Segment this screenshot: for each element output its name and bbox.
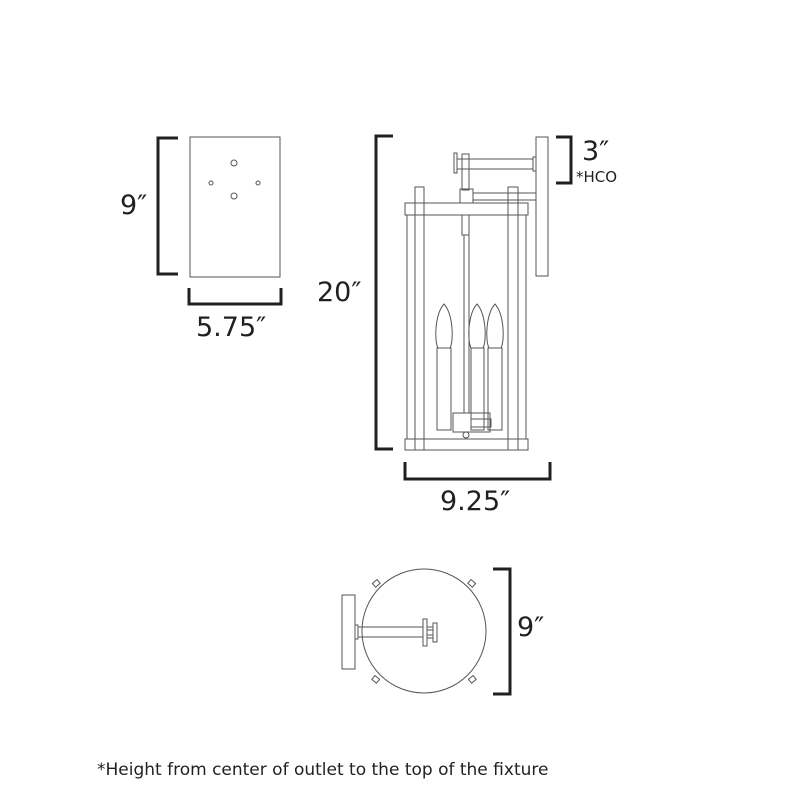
hco-label: *HCO	[576, 168, 618, 186]
backplate-view	[156, 136, 283, 306]
fixture-height-label: 20″	[317, 277, 362, 308]
footnote: *Height from center of outlet to the top…	[97, 760, 549, 780]
backplate-height-bracket	[156, 136, 178, 276]
fixture-width-label: 9.25″	[440, 486, 511, 517]
backplate-height-label: 9″	[120, 190, 148, 221]
candle-bulbs	[435, 303, 504, 431]
fixture-height-bracket	[374, 134, 393, 451]
backplate-width-label: 5.75″	[196, 312, 267, 343]
fixture-width-bracket	[403, 462, 552, 481]
fixture-front-view	[374, 134, 573, 481]
fixture-top-view	[341, 567, 512, 696]
hco-value-label: 3″	[582, 136, 610, 167]
fixture-depth-label: 9″	[517, 612, 545, 643]
hco-bracket	[556, 135, 573, 185]
fixture-depth-bracket	[493, 567, 512, 696]
backplate-width-bracket	[187, 288, 283, 306]
